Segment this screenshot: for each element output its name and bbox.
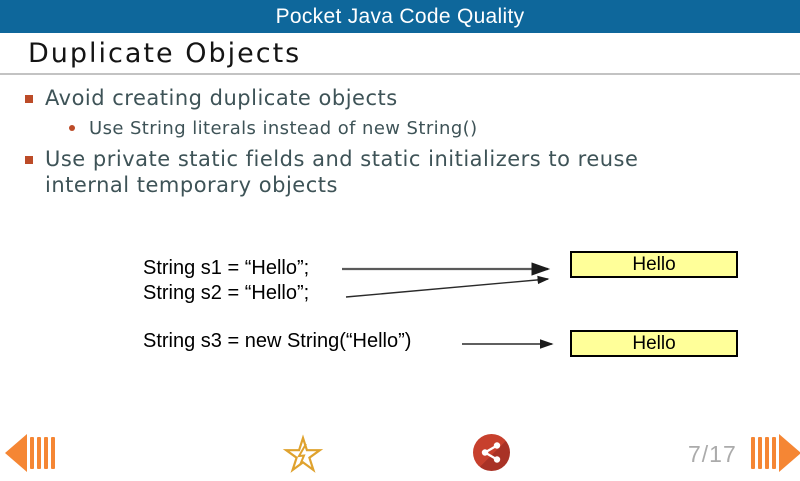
prev-arrow-icon	[5, 434, 27, 472]
bullet-square-icon	[25, 156, 33, 164]
code-line-s2: String s2 = “Hello”;	[143, 282, 310, 304]
code-line-s3: String s3 = new String(“Hello”)	[143, 330, 412, 352]
string-pool-box-label: Hello	[632, 253, 676, 275]
share-button[interactable]	[473, 434, 510, 471]
sub-bullet-item: Use String literals instead of new Strin…	[69, 116, 764, 141]
bullet-item: Avoid creating duplicate objects	[24, 85, 764, 112]
next-bars-icon	[751, 437, 776, 469]
string-pool-box: Hello	[570, 251, 738, 278]
app-title: Pocket Java Code Quality	[275, 4, 525, 28]
next-arrow-icon	[779, 434, 800, 472]
bullet-item: Use private static fields and static ini…	[24, 146, 764, 198]
code-line-s1: String s1 = “Hello”;	[143, 257, 310, 279]
arrow-s2-to-pool	[345, 275, 550, 298]
app-title-bar: Pocket Java Code Quality	[0, 0, 800, 33]
bullet-dot-icon	[69, 125, 75, 131]
bullet-text-line: internal temporary objects	[45, 173, 338, 197]
bullet-text: Avoid creating duplicate objects	[45, 86, 398, 110]
prev-slide-button[interactable]	[5, 433, 55, 473]
title-divider	[0, 73, 800, 75]
page-indicator: 7/17	[688, 441, 737, 467]
sub-bullet-text: Use String literals instead of new Strin…	[89, 118, 478, 139]
next-slide-button[interactable]	[751, 433, 800, 473]
slide-title: Duplicate Objects	[28, 38, 302, 69]
bullet-text-line: Use private static fields and static ini…	[45, 147, 639, 171]
share-icon	[481, 442, 501, 463]
bullet-square-icon	[25, 95, 33, 103]
heap-object-box: Hello	[570, 330, 738, 357]
prev-bars-icon	[30, 437, 55, 469]
bullet-list: Avoid creating duplicate objects Use Str…	[24, 85, 764, 198]
heap-object-box-label: Hello	[632, 332, 676, 354]
star-icon	[282, 434, 324, 473]
favorite-button[interactable]	[282, 434, 324, 476]
bullet-text: Use private static fields and static ini…	[45, 146, 638, 198]
